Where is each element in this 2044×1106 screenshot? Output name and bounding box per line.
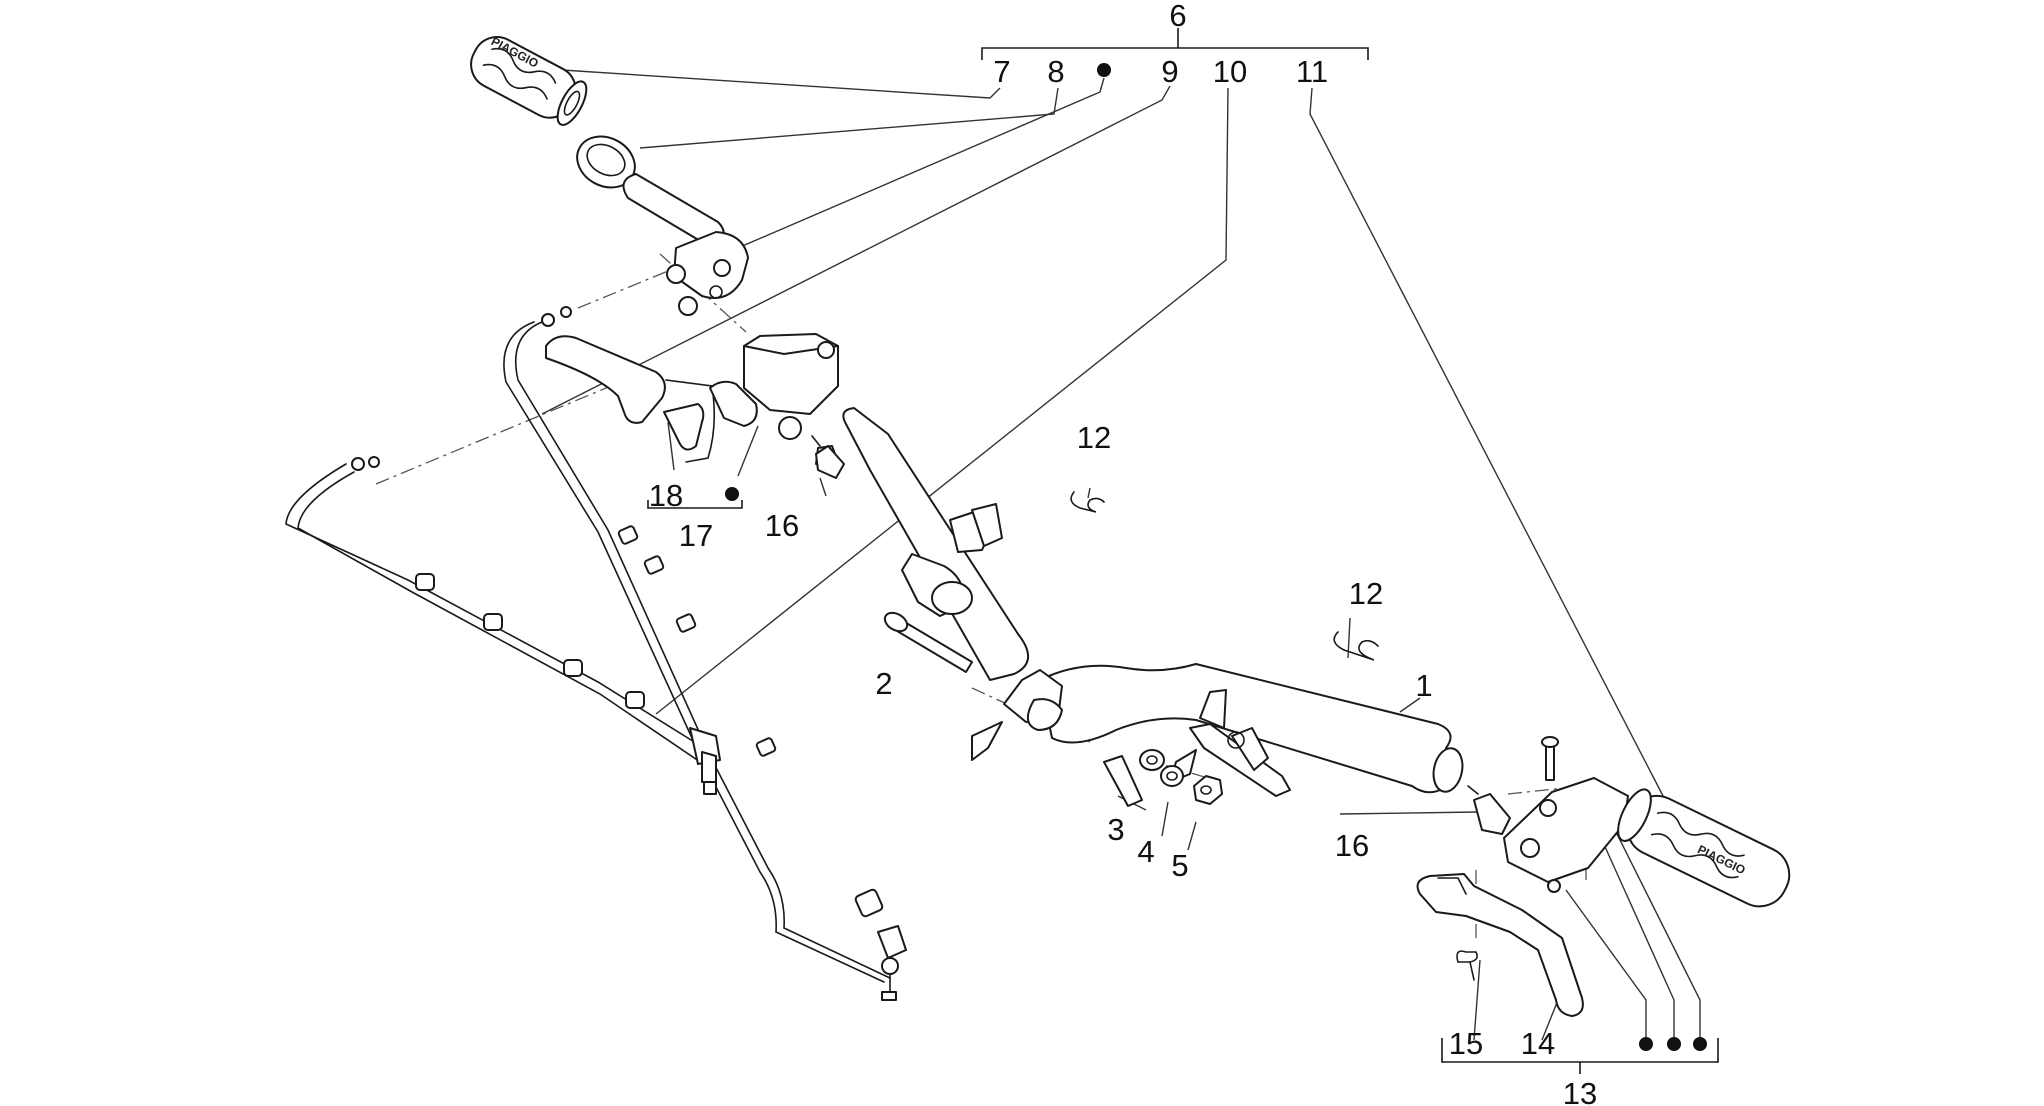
callout-16-right: 16 [1335,828,1369,863]
lever-clip-15 [1456,950,1478,981]
callout-12-upper: 12 [1077,420,1111,455]
left-stop-switch [811,435,845,479]
washer-4 [1160,765,1184,787]
callout-17: 17 [679,518,713,553]
callout-16-left: 16 [765,508,799,543]
callout-1: 1 [1415,668,1432,703]
right-lever-mount [1503,736,1629,893]
callout-5: 5 [1171,848,1188,883]
bullet-marker [1667,1037,1681,1051]
throttle-ring [576,135,636,189]
bullet-marker [1097,63,1111,77]
handlebar [842,407,1464,807]
callout-6: 6 [1169,0,1186,33]
group-bracket-13 [1441,1038,1719,1074]
callout-8: 8 [1047,54,1064,89]
callout-9: 9 [1161,54,1178,89]
callout-14: 14 [1521,1026,1555,1061]
right-stop-switch [1467,785,1511,835]
bullet-marker [1639,1037,1653,1051]
clip-12-upper [1070,491,1105,513]
brake-cable-short [285,456,721,795]
callout-labels: 6 7 8 9 10 11 12 12 1 2 3 4 5 16 18 17 1… [649,0,1597,1106]
callout-4: 4 [1137,834,1154,869]
washer-3 [1139,749,1165,771]
master-cylinder [709,333,839,471]
right-lever [1416,873,1584,1017]
bullet-marker [1693,1037,1707,1051]
group-bracket-17 [647,500,743,509]
callout-11: 11 [1296,54,1328,89]
callout-10: 10 [1213,54,1247,89]
callout-3: 3 [1107,812,1124,847]
group-bracket-6 [981,28,1369,60]
nut-5 [1193,775,1223,805]
throttle-assembly [622,173,749,316]
callout-2: 2 [875,666,892,701]
right-grip: PIAGGIO [1617,788,1791,908]
callout-15: 15 [1449,1026,1483,1061]
callout-12-right: 12 [1349,576,1383,611]
callout-7: 7 [993,54,1010,89]
left-grip: PIAGGIO [470,34,588,126]
callout-13: 13 [1563,1076,1597,1106]
callout-18: 18 [649,478,683,513]
leader-lines [541,69,1701,1041]
bolt-2 [883,611,973,673]
clip-12-right [1333,631,1379,661]
bullet-marker [725,487,739,501]
